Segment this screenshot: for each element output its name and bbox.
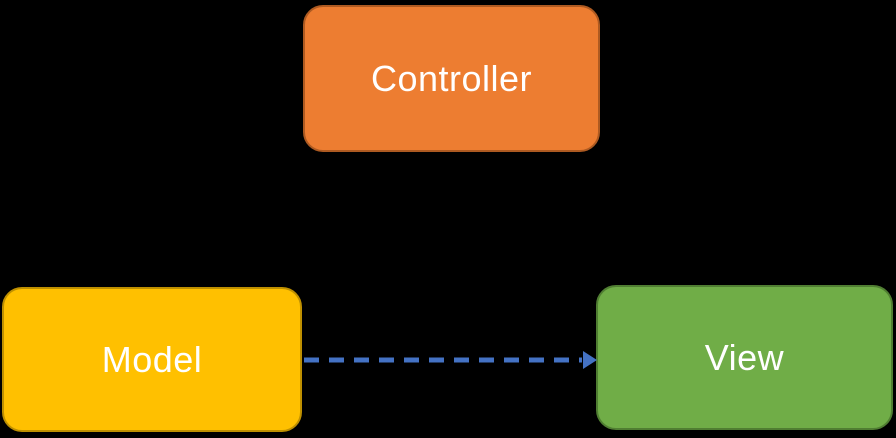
node-controller-label: Controller	[370, 57, 533, 99]
node-model-label: Model	[101, 338, 203, 380]
node-controller[interactable]: Controller	[303, 5, 600, 152]
node-model[interactable]: Model	[2, 287, 302, 432]
node-view[interactable]: View	[596, 285, 893, 430]
node-view-label: View	[704, 336, 785, 378]
arrowhead-icon	[583, 351, 597, 369]
model-to-view-connector	[304, 351, 597, 369]
